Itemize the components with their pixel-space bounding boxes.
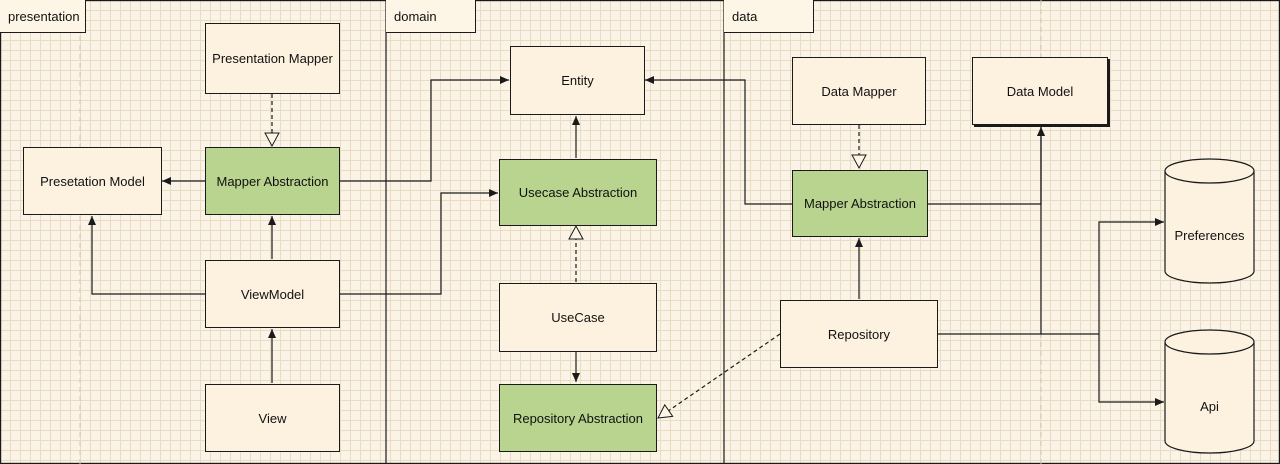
repository-to-api-arrow [1098, 334, 1164, 406]
presentation-mapper-abstraction-box[interactable]: Mapper Abstraction [205, 147, 340, 215]
presentation-mapper-box[interactable]: Presentation Mapper [205, 23, 340, 94]
database-icon [1164, 329, 1255, 454]
usecase-abstraction-box[interactable]: Usecase Abstraction [499, 159, 657, 226]
usecase-box[interactable]: UseCase [499, 283, 657, 352]
api-database[interactable]: Api [1164, 329, 1255, 454]
repository-implements-arrow [657, 333, 781, 419]
lane-tab-domain: domain [386, 0, 476, 33]
repository-to-data-model-arrow [938, 127, 1045, 335]
database-icon [1164, 158, 1255, 284]
lane-tab-presentation: presentation [0, 0, 86, 33]
repository-to-preferences-arrow [1041, 218, 1164, 335]
presentation-mapper-to-entity-arrow [340, 76, 509, 182]
lane-tab-data: data [724, 0, 814, 33]
viewmodel-box[interactable]: ViewModel [205, 260, 340, 328]
view-box[interactable]: View [205, 384, 340, 452]
api-label: Api [1200, 399, 1219, 414]
viewmodel-to-usecase-abstraction-arrow [340, 189, 498, 295]
mapper-to-data-model-arrow [928, 127, 1045, 205]
preferences-database[interactable]: Preferences [1164, 158, 1255, 284]
repository-box[interactable]: Repository [780, 300, 938, 368]
viewmodel-to-presentation-model-arrow [88, 216, 206, 295]
data-model-box[interactable]: Data Model [972, 57, 1108, 125]
data-mapper-to-entity-arrow [645, 76, 792, 205]
entity-box[interactable]: Entity [510, 46, 645, 115]
data-mapper-abstraction-box[interactable]: Mapper Abstraction [792, 170, 928, 237]
preferences-label: Preferences [1174, 228, 1245, 243]
presentation-model-box[interactable]: Presetation Model [23, 147, 162, 215]
repository-abstraction-box[interactable]: Repository Abstraction [499, 384, 657, 452]
data-mapper-box[interactable]: Data Mapper [792, 57, 926, 125]
